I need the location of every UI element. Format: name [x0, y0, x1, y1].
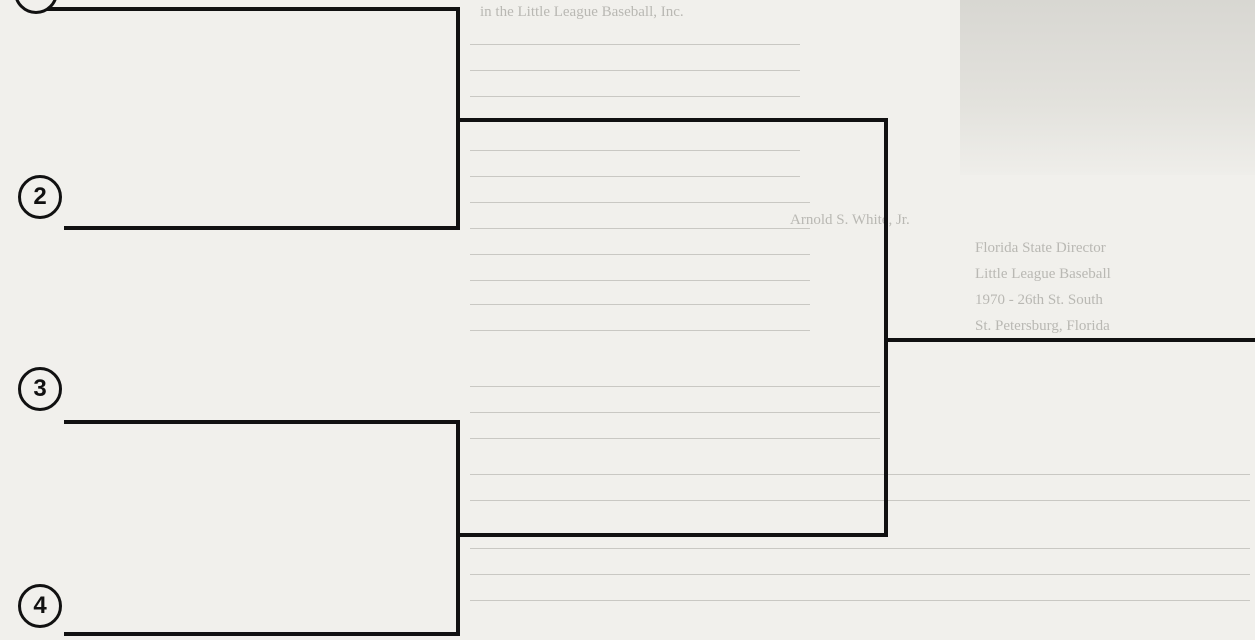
bracket-winner-line-upper	[456, 118, 888, 122]
bracket-champion-line	[884, 338, 1255, 342]
faint-rule	[470, 176, 800, 177]
faint-photo	[960, 0, 1255, 175]
seed-number: 4	[33, 592, 46, 620]
faint-rule	[470, 438, 880, 439]
faint-rule	[470, 600, 1250, 601]
seed-number: 3	[33, 375, 46, 403]
bracket-connector-lower	[456, 420, 460, 636]
faint-rule	[470, 254, 810, 255]
faint-rule	[470, 330, 810, 331]
seed-badge-1-partial	[14, 0, 58, 14]
faint-text-line: in the Little League Baseball, Inc.	[480, 0, 684, 24]
faint-rule	[470, 500, 1250, 501]
faint-text-line: Florida State Director	[975, 236, 1106, 260]
faint-text-line: St. Petersburg, Florida	[975, 314, 1110, 338]
faint-rule	[470, 412, 880, 413]
faint-rule	[470, 202, 810, 203]
bracket-slot-line-1	[40, 7, 460, 11]
faint-rule	[470, 474, 1250, 475]
faint-text-line: 1970 - 26th St. South	[975, 288, 1103, 312]
faint-text-line: Little League Baseball	[975, 262, 1111, 286]
faint-rule	[470, 150, 800, 151]
faint-rule	[470, 386, 880, 387]
faint-rule	[470, 44, 800, 45]
seed-badge-2: 2	[18, 175, 62, 219]
bracket-winner-line-lower	[456, 533, 888, 537]
seed-number: 2	[33, 183, 46, 211]
bracket-connector-final	[884, 118, 888, 537]
seed-badge-4: 4	[18, 584, 62, 628]
bracket-slot-line-2	[64, 226, 460, 230]
bracket-slot-line-3	[64, 420, 460, 424]
faint-rule	[470, 96, 800, 97]
bracket-slot-line-4	[64, 632, 460, 636]
faint-rule	[470, 70, 800, 71]
faint-rule	[470, 574, 1250, 575]
faint-rule	[470, 280, 810, 281]
faint-rule	[470, 304, 810, 305]
faint-rule	[470, 228, 810, 229]
seed-badge-3: 3	[18, 367, 62, 411]
faint-rule	[470, 548, 1250, 549]
